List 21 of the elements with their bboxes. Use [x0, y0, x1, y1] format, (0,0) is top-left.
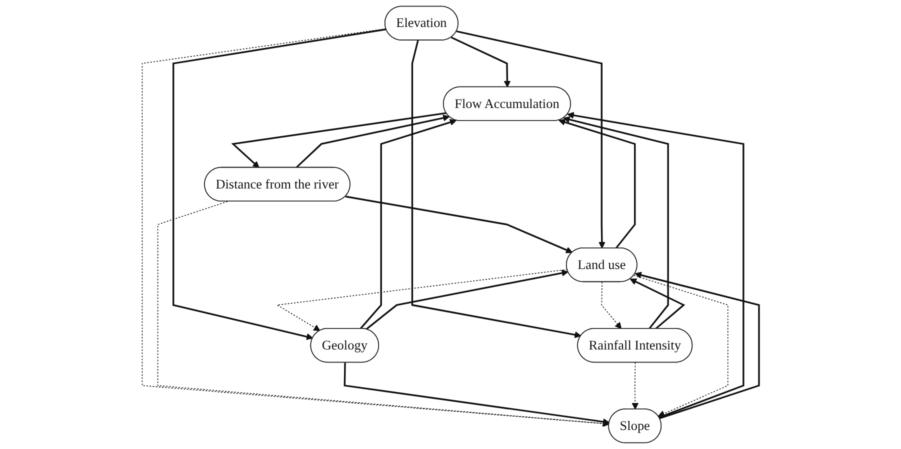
arrow	[632, 362, 638, 410]
arrow	[633, 274, 728, 417]
arrow	[366, 270, 568, 330]
arrow	[276, 269, 568, 332]
arrow	[344, 362, 610, 426]
arrow	[157, 201, 610, 427]
arrow	[345, 196, 573, 254]
arrow	[142, 28, 610, 427]
arrow	[450, 36, 511, 88]
arrow	[567, 112, 744, 418]
arrow	[558, 118, 636, 249]
arrow	[563, 116, 669, 330]
arrow	[231, 112, 446, 168]
arrow	[360, 119, 456, 330]
arrow	[295, 114, 450, 168]
arrow	[634, 272, 760, 420]
arrow	[601, 282, 622, 330]
arrow	[630, 278, 686, 330]
arrow	[172, 28, 386, 340]
arrow	[456, 30, 606, 249]
arrow	[411, 40, 582, 338]
